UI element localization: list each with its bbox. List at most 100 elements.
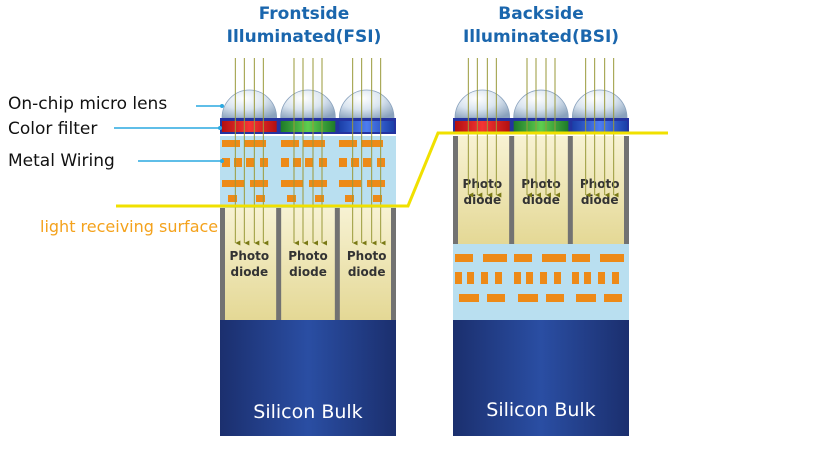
fsi-metal-block bbox=[228, 195, 237, 202]
fsi-metal-block bbox=[244, 140, 266, 147]
bsi-metal-block bbox=[455, 272, 462, 284]
fsi-metal-block bbox=[339, 180, 361, 187]
fsi-metal-block bbox=[303, 140, 325, 147]
bsi-metal-block bbox=[455, 254, 473, 262]
fsi-micro-lenses bbox=[221, 89, 395, 119]
fsi-pixel-separator bbox=[276, 208, 282, 320]
fsi-metal-block bbox=[222, 158, 230, 167]
bsi-metal-block bbox=[576, 294, 596, 302]
fsi-metal-block bbox=[367, 180, 385, 187]
fsi-title-line2: Illuminated(FSI) bbox=[227, 27, 382, 47]
fsi-title-line1: Frontside bbox=[259, 4, 349, 24]
fsi-light-arrows bbox=[234, 58, 386, 246]
bsi-micro-lens bbox=[454, 89, 511, 119]
fsi-metal-block bbox=[293, 158, 301, 167]
color-filter-label: Color filter bbox=[8, 119, 97, 139]
fsi-photodiode-labels: Photo diode Photo diode Photo diode bbox=[230, 249, 387, 279]
bsi-photodiode-label-line1: Photo bbox=[463, 177, 503, 191]
fsi-micro-lens bbox=[338, 89, 395, 119]
bsi-title: Backside Illuminated(BSI) bbox=[463, 4, 619, 47]
bsi-green-filter bbox=[513, 121, 569, 132]
fsi-photodiode-label-line1: Photo bbox=[347, 249, 387, 263]
bsi-light-arrows bbox=[467, 58, 619, 198]
bsi-metal-block bbox=[518, 294, 538, 302]
fsi-color-filter bbox=[220, 118, 396, 134]
fsi-green-filter bbox=[280, 121, 336, 132]
fsi-pixel-separator bbox=[334, 208, 340, 320]
bsi-metal-wiring bbox=[455, 254, 624, 302]
fsi-metal-wiring bbox=[222, 140, 385, 202]
bsi-metal-block bbox=[546, 294, 564, 302]
fsi-metal-block bbox=[246, 158, 254, 167]
fsi-metal-block bbox=[315, 195, 324, 202]
fsi-metal-block bbox=[256, 195, 265, 202]
fsi-photodiode-label-line1: Photo bbox=[230, 249, 270, 263]
bsi-micro-lens bbox=[571, 89, 628, 119]
fsi-metal-block bbox=[281, 140, 299, 147]
fsi-title: Frontside Illuminated(FSI) bbox=[227, 4, 382, 47]
bsi-metal-block bbox=[514, 272, 521, 284]
bsi-pixel-separator bbox=[453, 136, 458, 244]
bsi-red-filter bbox=[455, 121, 510, 132]
bsi-metal-block bbox=[554, 272, 561, 284]
fsi-photodiode-layer bbox=[220, 208, 396, 320]
bsi-metal-block bbox=[598, 272, 605, 284]
fsi-metal-block bbox=[281, 158, 289, 167]
fsi-metal-block bbox=[250, 180, 268, 187]
fsi-metal-block bbox=[287, 195, 296, 202]
fsi-photodiode-label-line2: diode bbox=[230, 265, 268, 279]
bsi-metal-block bbox=[572, 272, 579, 284]
fsi-metal-block bbox=[319, 158, 327, 167]
fsi-red-filter bbox=[222, 121, 277, 132]
micro-lens-label: On-chip micro lens bbox=[8, 94, 167, 114]
bsi-pixel-separator bbox=[567, 136, 573, 244]
micro-lens-leader-dot bbox=[220, 104, 224, 108]
fsi-metal-block bbox=[373, 195, 382, 202]
fsi-metal-block bbox=[339, 140, 357, 147]
fsi-metal-block bbox=[260, 158, 268, 167]
fsi-metal-block bbox=[305, 158, 313, 167]
bsi-photodiode-label-line1: Photo bbox=[521, 177, 561, 191]
bsi-metal-block bbox=[540, 272, 547, 284]
bsi-photodiode-label-line2: diode bbox=[581, 193, 619, 207]
metal-wiring-label: Metal Wiring bbox=[8, 151, 115, 171]
fsi-pixel-separator bbox=[220, 208, 225, 320]
fsi-photodiode-label-line1: Photo bbox=[288, 249, 328, 263]
bsi-metal-block bbox=[572, 254, 590, 262]
bsi-color-filter bbox=[453, 118, 629, 134]
fsi-photodiode-label-line2: diode bbox=[289, 265, 327, 279]
bsi-metal-block bbox=[467, 272, 474, 284]
bsi-silicon-bulk bbox=[453, 320, 629, 436]
metal-wiring-leader-dot bbox=[220, 159, 224, 163]
fsi-silicon-bulk bbox=[220, 320, 396, 436]
fsi-metal-block bbox=[345, 195, 354, 202]
fsi-micro-lens bbox=[280, 89, 336, 119]
bsi-photodiode-label-line2: diode bbox=[522, 193, 560, 207]
bsi-title-line1: Backside bbox=[498, 4, 583, 24]
fsi-metal-block bbox=[234, 158, 242, 167]
bsi-blue-filter bbox=[572, 121, 627, 132]
bsi-metal-block bbox=[526, 272, 533, 284]
color-filter-leader-dot bbox=[218, 126, 222, 130]
bsi-micro-lens bbox=[513, 89, 569, 119]
fsi-metal-block bbox=[339, 158, 347, 167]
bsi-metal-block bbox=[483, 254, 507, 262]
fsi-pixel-separator bbox=[391, 208, 396, 320]
fsi-micro-lens bbox=[221, 89, 278, 119]
fsi-photodiode-label-line2: diode bbox=[348, 265, 386, 279]
bsi-metal-block bbox=[612, 272, 619, 284]
fsi-metal-block bbox=[222, 180, 244, 187]
bsi-metal-block bbox=[514, 254, 532, 262]
fsi-metal-block bbox=[363, 158, 371, 167]
fsi-metal-block bbox=[281, 180, 303, 187]
bsi-metal-block bbox=[584, 272, 591, 284]
bsi-pixel-separator bbox=[509, 136, 515, 244]
fsi-wiring-layer bbox=[220, 136, 396, 208]
bsi-micro-lenses bbox=[454, 89, 628, 119]
bsi-metal-block bbox=[459, 294, 479, 302]
light-receiving-surface-label: light receiving surface bbox=[40, 217, 218, 236]
bsi-photodiode-label-line2: diode bbox=[463, 193, 501, 207]
